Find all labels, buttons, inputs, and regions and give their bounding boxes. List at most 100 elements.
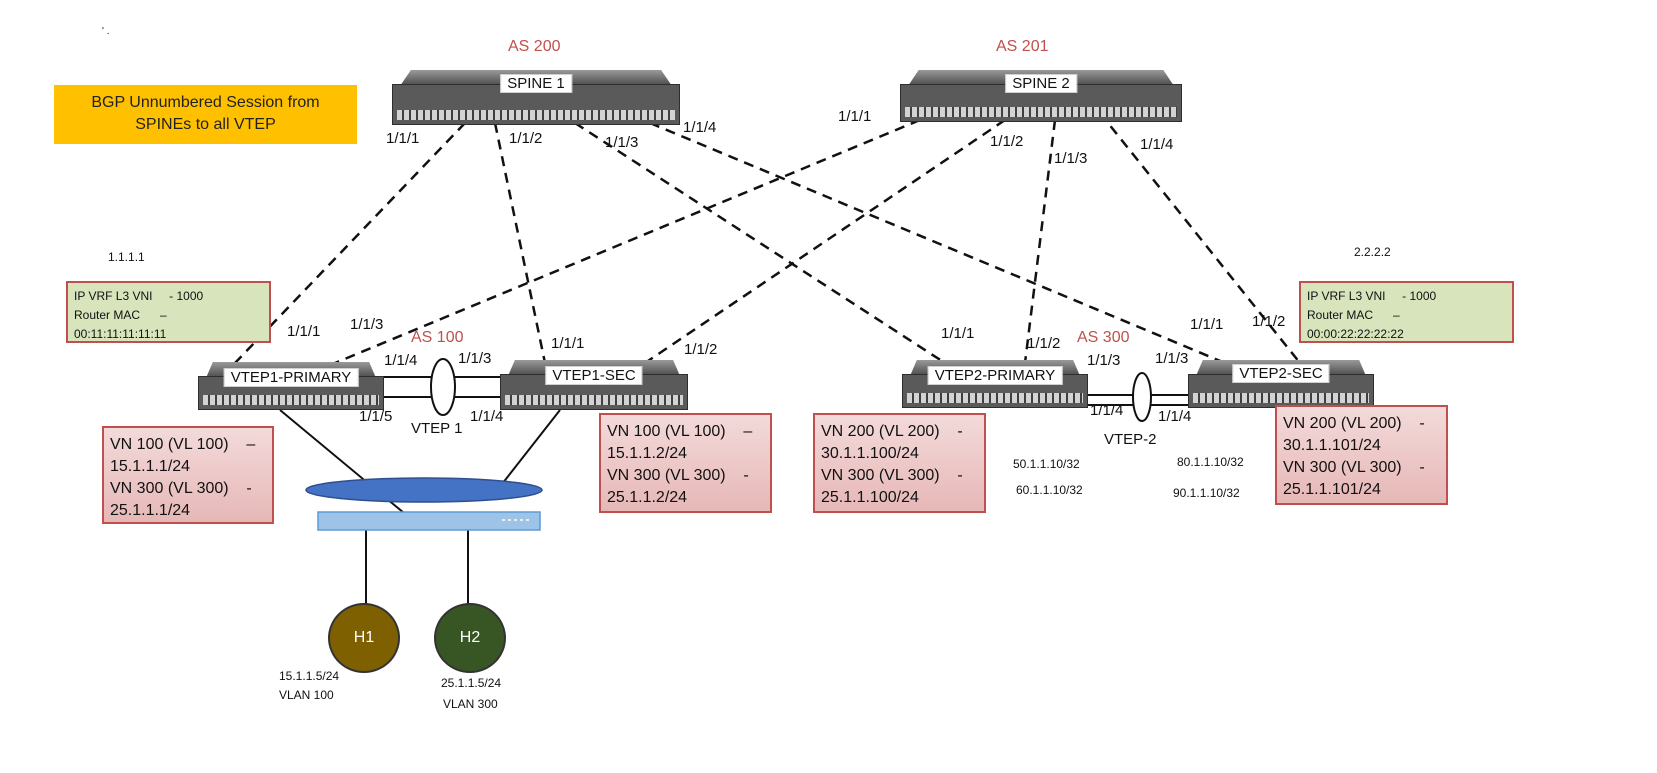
port-vtep2s-isl3: 1/1/3 <box>1155 350 1189 367</box>
host-h1[interactable]: H1 <box>328 603 400 673</box>
port-vtep1s-up2: 1/1/2 <box>684 341 718 358</box>
vtep1-sec-name: VTEP1-SEC <box>545 366 643 385</box>
link-spine2-vtep2-primary <box>1023 119 1057 364</box>
vtep2-primary-name: VTEP2-PRIMARY <box>927 366 1063 385</box>
host-h2-ip: 25.1.1.5/24 <box>441 676 502 690</box>
port-spine1-2: 1/1/2 <box>509 130 543 147</box>
link-spine1-vtep2-sec <box>649 121 1226 365</box>
host-h2-vlan: VLAN 300 <box>443 697 498 711</box>
vn-vtep2p-line3: VN 300 (VL 300) - <box>821 467 963 484</box>
port-vtep1p-isl5: 1/1/5 <box>359 408 393 425</box>
vn-vtep2p-line1: VN 200 (VL 200) - <box>821 423 963 440</box>
vtep1-primary-switch[interactable]: VTEP1-PRIMARY <box>198 362 384 410</box>
l3vni-box-vtep2: IP VRF L3 VNI - 1000 Router MAC – 00:00:… <box>1299 281 1514 343</box>
port-spine1-4: 1/1/4 <box>683 119 717 136</box>
vn-box-vtep1-primary: VN 100 (VL 100) – 15.1.1.1/24 VN 300 (VL… <box>102 426 274 524</box>
link-spine1-vtep1-primary <box>234 122 466 364</box>
router-id-vtep2: 2.2.2.2 <box>1354 245 1391 259</box>
link-spine2-vtep1-primary <box>334 118 921 365</box>
port-vtep2p-up1: 1/1/1 <box>941 325 975 342</box>
router-id-vtep1: 1.1.1.1 <box>108 250 145 264</box>
banner-line-2: SPINEs to all VTEP <box>135 116 276 133</box>
port-spine1-3: 1/1/3 <box>605 134 639 151</box>
vn-vtep2s-line2: 30.1.1.101/24 <box>1283 437 1381 454</box>
access-switch <box>317 511 541 531</box>
port-vtep2s-up1: 1/1/1 <box>1190 316 1224 333</box>
vtep2-primary-switch[interactable]: VTEP2-PRIMARY <box>902 360 1088 408</box>
port-vtep2p-isl3: 1/1/3 <box>1087 352 1121 369</box>
host-h2-label: H2 <box>459 629 481 646</box>
spine1-switch[interactable]: SPINE 1 <box>392 70 680 125</box>
spine1-name: SPINE 1 <box>500 74 572 93</box>
port-spine2-2: 1/1/2 <box>990 133 1024 150</box>
vtep1-sec-switch[interactable]: VTEP1-SEC <box>500 360 688 410</box>
vn-vtep2p-line4: 25.1.1.100/24 <box>821 489 919 506</box>
link-spine1-vtep1-sec <box>493 122 547 364</box>
loopback-60: 60.1.1.10/32 <box>1016 483 1083 497</box>
mclag-ellipse <box>305 477 543 503</box>
l3vni-vtep2-line3: 00:00:22:22:22:22 <box>1307 327 1404 341</box>
lag-ring-vtep1 <box>430 358 456 416</box>
lag-label-vtep2: VTEP-2 <box>1104 431 1157 448</box>
l3vni-box-vtep1: IP VRF L3 VNI - 1000 Router MAC – 00:11:… <box>66 281 271 343</box>
vn-vtep2s-line3: VN 300 (VL 300) - <box>1283 459 1425 476</box>
vn-vtep1p-line1: VN 100 (VL 100) – <box>110 436 256 453</box>
vn-vtep2s-line4: 25.1.1.101/24 <box>1283 481 1381 498</box>
vn-box-vtep2-sec: VN 200 (VL 200) - 30.1.1.101/24 VN 300 (… <box>1275 405 1448 505</box>
port-vtep2s-isl4: 1/1/4 <box>1158 408 1192 425</box>
port-vtep1s-isl4: 1/1/4 <box>470 408 504 425</box>
vtep1-primary-name: VTEP1-PRIMARY <box>223 368 359 387</box>
host-h1-ip: 15.1.1.5/24 <box>279 669 340 683</box>
vtep2-sec-name: VTEP2-SEC <box>1232 364 1330 383</box>
host-h2[interactable]: H2 <box>434 603 506 673</box>
vn-vtep2p-line2: 30.1.1.100/24 <box>821 445 919 462</box>
l3vni-vtep2-line2: Router MAC – <box>1307 308 1400 322</box>
spine2-name: SPINE 2 <box>1005 74 1077 93</box>
link-spine2-vtep2-sec <box>1099 112 1301 364</box>
lag-ring-vtep2 <box>1132 372 1152 422</box>
downlink-vtep1-sec <box>494 409 561 494</box>
host-h1-label: H1 <box>353 629 375 646</box>
vn-vtep1s-line1: VN 100 (VL 100) – <box>607 423 753 440</box>
vn-vtep1p-line4: 25.1.1.1/24 <box>110 502 191 519</box>
port-vtep1p-up3: 1/1/3 <box>350 316 384 333</box>
port-spine2-3: 1/1/3 <box>1054 150 1088 167</box>
as-label-vtep2: AS 300 <box>1077 329 1130 346</box>
port-spine2-1: 1/1/1 <box>838 108 872 125</box>
port-vtep1p-isl4: 1/1/4 <box>384 352 418 369</box>
vn-box-vtep2-primary: VN 200 (VL 200) - 30.1.1.100/24 VN 300 (… <box>813 413 986 513</box>
as-label-spine2: AS 201 <box>996 38 1049 55</box>
as-label-spine1: AS 200 <box>508 38 561 55</box>
lag-label-vtep1: VTEP 1 <box>411 420 463 437</box>
vn-vtep1p-line3: VN 300 (VL 300) - <box>110 480 252 497</box>
port-vtep2p-isl4: 1/1/4 <box>1090 402 1124 419</box>
loopback-50: 50.1.1.10/32 <box>1013 457 1080 471</box>
banner-line-1: BGP Unnumbered Session from <box>91 94 320 111</box>
port-spine2-4: 1/1/4 <box>1140 136 1174 153</box>
vn-vtep2s-line1: VN 200 (VL 200) - <box>1283 415 1425 432</box>
loopback-80: 80.1.1.10/32 <box>1177 455 1244 469</box>
vn-vtep1p-line2: 15.1.1.1/24 <box>110 458 191 475</box>
l3vni-vtep2-line1: IP VRF L3 VNI - 1000 <box>1307 289 1437 303</box>
l3vni-vtep1-line3: 00:11:11:11:11:11 <box>74 327 167 341</box>
vtep2-sec-switch[interactable]: VTEP2-SEC <box>1188 360 1374 408</box>
port-vtep2p-up2: 1/1/2 <box>1027 335 1061 352</box>
bgp-banner: BGP Unnumbered Session from SPINEs to al… <box>54 85 357 144</box>
port-vtep1s-isl3: 1/1/3 <box>458 350 492 367</box>
spine2-switch[interactable]: SPINE 2 <box>900 70 1182 122</box>
link-spine1-vtep2-primary <box>574 121 946 365</box>
port-vtep1p-up1: 1/1/1 <box>287 323 321 340</box>
vn-vtep1s-line3: VN 300 (VL 300) - <box>607 467 749 484</box>
host-h1-vlan: VLAN 100 <box>279 688 334 702</box>
port-vtep2s-up2: 1/1/2 <box>1252 313 1286 330</box>
corner-mark: ' . <box>102 26 110 37</box>
l3vni-vtep1-line2: Router MAC – <box>74 308 167 322</box>
as-label-vtep1: AS 100 <box>411 329 464 346</box>
link-spine2-vtep1-sec <box>644 118 1006 365</box>
vn-vtep1s-line4: 25.1.1.2/24 <box>607 489 688 506</box>
port-spine1-1: 1/1/1 <box>386 130 420 147</box>
port-vtep1s-up1: 1/1/1 <box>551 335 585 352</box>
l3vni-vtep1-line1: IP VRF L3 VNI - 1000 <box>74 289 204 303</box>
